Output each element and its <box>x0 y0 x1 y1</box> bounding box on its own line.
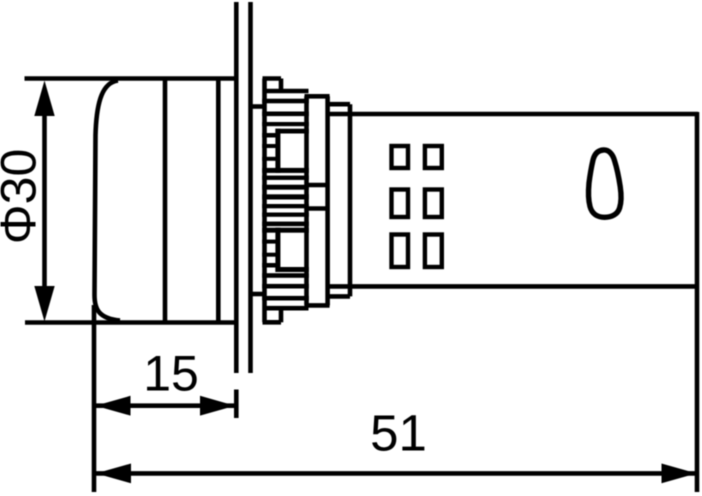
svg-text:51: 51 <box>370 405 427 462</box>
svg-text:Φ30: Φ30 <box>0 149 47 245</box>
svg-text:15: 15 <box>143 346 199 402</box>
